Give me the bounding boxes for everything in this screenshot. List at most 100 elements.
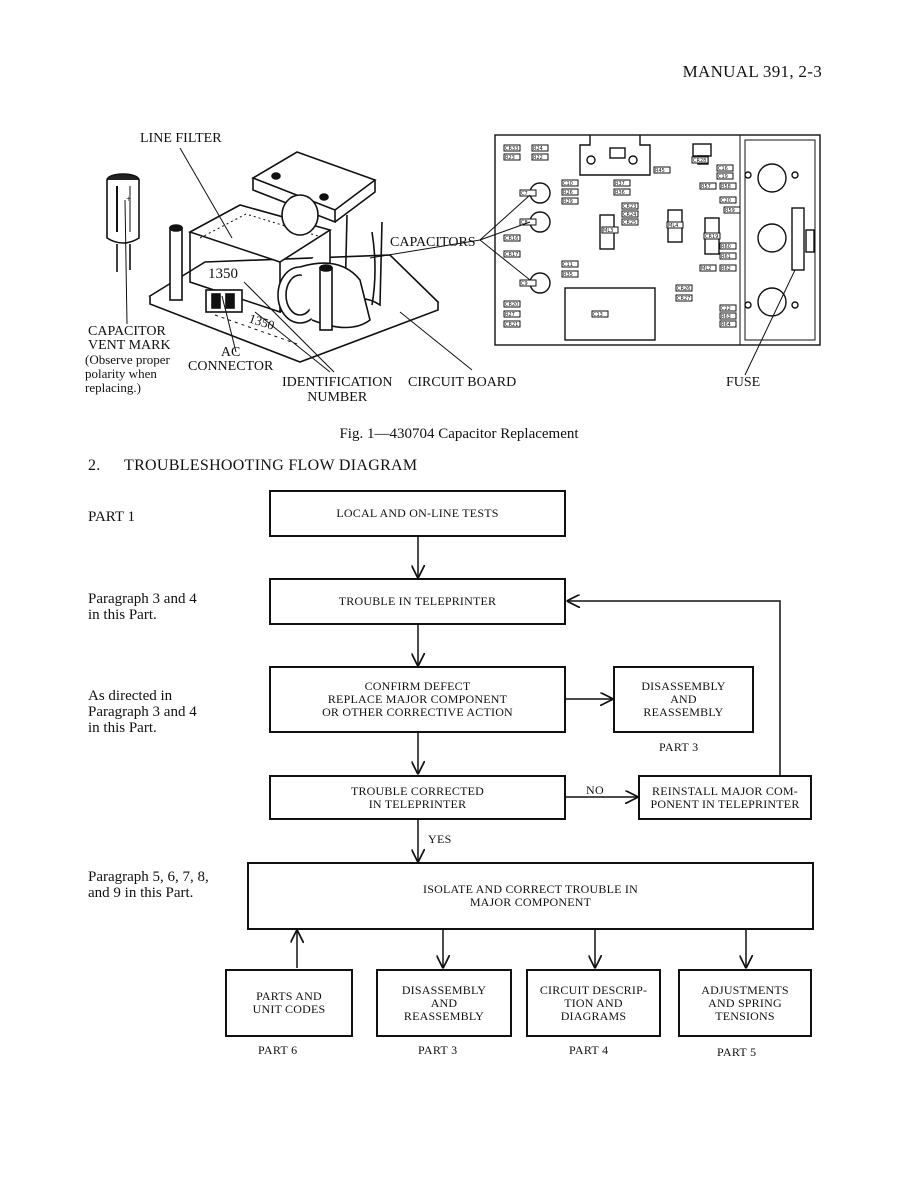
- pcb-ref-cr28: CR28: [693, 158, 706, 164]
- pcb-ref-r26: R26: [563, 190, 573, 196]
- pcb-pad: [691, 156, 709, 164]
- pcb-pad: [613, 179, 631, 187]
- pcb-ref-c16: C16: [718, 166, 728, 172]
- circuit-board-label: CIRCUIT BOARD: [408, 375, 517, 390]
- pcb-ref-cr20: CR20: [505, 302, 518, 308]
- pcb-pad: [621, 202, 639, 210]
- box-circuit-description: CIRCUIT DESCRIP- TION AND DIAGRAMS: [526, 969, 661, 1037]
- figure-caption: Fig. 1—430704 Capacitor Replacement: [339, 426, 579, 442]
- box-parts-and-unit-codes: PARTS AND UNIT CODES: [225, 969, 353, 1037]
- pcb-pad: [716, 172, 734, 180]
- pcb-ref-r22: R22: [533, 155, 543, 161]
- pcb-ref-c11: C11: [563, 262, 573, 268]
- pcb-ref-r23: R23: [505, 155, 515, 161]
- pcb-pad: [699, 264, 717, 272]
- box-parts-codes-text: PARTS AND UNIT CODES: [252, 989, 326, 1016]
- pcb-pad: [719, 182, 737, 190]
- pcb-pad: [621, 210, 639, 218]
- loose-capacitor-drawing: +: [106, 173, 140, 272]
- pcb-pad: [561, 179, 579, 187]
- pcb-pad: [561, 197, 579, 205]
- pcb-pad: [503, 310, 521, 318]
- box-disassembly-top: DISASSEMBLY AND REASSEMBLY: [613, 666, 754, 733]
- pcb-pad: [591, 310, 609, 318]
- right-figure-leader-lines: [479, 194, 796, 376]
- pcb-ref-c10: C10: [563, 181, 573, 187]
- pcb-pad: [675, 294, 693, 302]
- box-disassembly-top-text: DISASSEMBLY AND REASSEMBLY: [641, 679, 726, 719]
- pcb-ref-cr27: CR27: [677, 296, 690, 302]
- branch-yes-label: YES: [428, 832, 452, 846]
- pcb-component-pads: [503, 144, 741, 328]
- pcb-ref-r59: R59: [725, 208, 735, 214]
- pcb-pad: [719, 304, 737, 312]
- polarity-note: (Observe proper polarity when replacing.…: [85, 352, 170, 395]
- box-disassembly-bottom-text: DISASSEMBLY AND REASSEMBLY: [401, 982, 487, 1023]
- box-isolate-text: ISOLATE AND CORRECT TROUBLE IN MAJOR COM…: [423, 882, 638, 909]
- pcb-ref-r62: R62: [721, 266, 731, 272]
- pcb-ref-r58: R58: [721, 184, 731, 190]
- pcb-pad: [503, 144, 521, 152]
- box-reinstall-text: REINSTALL MAJOR COM- PONENT IN TELEPRINT…: [650, 783, 800, 811]
- pcb-pad: [719, 242, 737, 250]
- pcb-ref-ml3: ML3: [603, 228, 613, 234]
- box-isolate-and-correct: ISOLATE AND CORRECT TROUBLE IN MAJOR COM…: [247, 862, 814, 930]
- capacitor-cans-drawing: [277, 194, 371, 329]
- ac-connector-label: AC CONNECTOR: [188, 345, 274, 374]
- pcb-ref-cr23: CR23: [623, 204, 636, 210]
- branch-no-label: NO: [586, 783, 604, 797]
- pcb-ref-r36: R36: [615, 190, 625, 196]
- box-trouble-in-teleprinter: TROUBLE IN TELEPRINTER: [269, 578, 566, 625]
- pcb-ref-c22: C22: [721, 306, 731, 312]
- box-circuit-description-text: CIRCUIT DESCRIP- TION AND DIAGRAMS: [539, 982, 648, 1023]
- pcb-ref-cr17: CR17: [505, 252, 518, 258]
- label-part5: PART 5: [717, 1045, 757, 1059]
- pcb-pad: [716, 164, 734, 172]
- pcb-ref-cr33: CR33: [505, 146, 518, 152]
- side-note-paragraph-5-9: Paragraph 5, 6, 7, 8, and 9 in this Part…: [88, 869, 209, 901]
- pcb-ref-cr25: CR25: [623, 220, 636, 226]
- pcb-pad: [561, 260, 579, 268]
- section-title: 2.TROUBLESHOOTING FLOW DIAGRAM: [88, 457, 417, 475]
- side-note-paragraph-3-4: Paragraph 3 and 4 in this Part.: [88, 591, 197, 623]
- pcb-ref-cr21: CR21: [505, 322, 518, 328]
- pcb-ref-cr24: CR24: [623, 212, 636, 218]
- line-filter-label: LINE FILTER: [140, 131, 222, 146]
- capacitor-vent-mark-label: CAPACITOR VENT MARK: [88, 324, 171, 353]
- pcb-pad: [561, 188, 579, 196]
- pcb-ref-r37: R37: [615, 181, 625, 187]
- pcb-ref-r63: R63: [721, 314, 731, 320]
- pcb-pad: [719, 320, 737, 328]
- pcb-pad: [531, 144, 549, 152]
- pcb-ref-c9: C9: [521, 281, 528, 287]
- box-trouble-corrected-text: TROUBLE CORRECTED IN TELEPRINTER: [350, 783, 485, 811]
- box-adjustments-spring-tensions: ADJUSTMENTS AND SPRING TENSIONS: [678, 969, 812, 1037]
- line-filter-assembly-drawing: + 1350: [106, 151, 440, 363]
- pcb-pad: [719, 264, 737, 272]
- pcb-ref-r27: R27: [505, 312, 515, 318]
- pcb-ref-cr16: CR16: [505, 236, 518, 242]
- label-part3-bottom: PART 3: [418, 1043, 458, 1057]
- box-local-online-tests: LOCAL AND ON-LINE TESTS: [269, 490, 566, 537]
- pcb-pad: [719, 196, 737, 204]
- pcb-ref-ml2: ML2: [701, 266, 711, 272]
- support-posts-drawing: [169, 224, 333, 331]
- pcb-pad: [503, 153, 521, 161]
- pcb-ref-c19: C19: [718, 174, 728, 180]
- capacitors-label: CAPACITORS: [390, 235, 476, 250]
- box-disassembly-bottom: DISASSEMBLY AND REASSEMBLY: [376, 969, 512, 1037]
- pcb-pad: [519, 189, 537, 197]
- label-part4: PART 4: [569, 1043, 609, 1057]
- pcb-pad: [666, 221, 684, 229]
- identification-number-label: IDENTIFICATION NUMBER: [282, 375, 393, 405]
- pcb-pad: [719, 312, 737, 320]
- box-reinstall-major-component: REINSTALL MAJOR COM- PONENT IN TELEPRINT…: [638, 775, 812, 820]
- manual-page-header: MANUAL 391, 2-3: [682, 62, 822, 81]
- pcb-ref-cr19: CR19: [705, 234, 718, 240]
- pcb-pad: [703, 232, 721, 240]
- box-adjustments-text: ADJUSTMENTS AND SPRING TENSIONS: [701, 982, 789, 1023]
- pcb-ref-c20: C20: [721, 198, 731, 204]
- label-part3-top: PART 3: [659, 740, 699, 754]
